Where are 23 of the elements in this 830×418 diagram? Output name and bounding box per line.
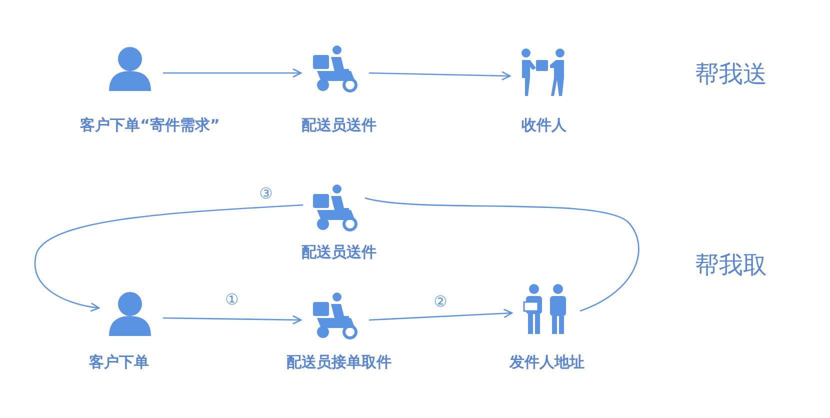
node-caption: 配送员送件: [302, 116, 376, 135]
node-caption: 客户下单: [89, 353, 149, 372]
node-caption: 发件人地址: [510, 353, 584, 372]
node-caption: 客户下单“寄件需求”: [80, 116, 220, 135]
parcel-handover-icon: [520, 48, 566, 96]
section-title: 帮我取: [695, 250, 767, 281]
node-caption: 配送员送件: [302, 243, 376, 262]
node-caption: 配送员接单取件: [286, 353, 392, 372]
arrow: [163, 68, 302, 78]
step-number: ②: [432, 294, 450, 310]
courier-scooter-icon: [311, 292, 359, 340]
arrow: [368, 71, 511, 80]
section-title: 帮我送: [695, 59, 767, 90]
node-caption: 收件人: [522, 116, 566, 135]
step-number: ③: [257, 186, 275, 202]
step-number: ①: [223, 292, 241, 308]
person-icon: [107, 292, 153, 336]
courier-scooter-icon: [311, 45, 359, 93]
courier-scooter-icon: [311, 184, 359, 232]
person-icon: [107, 47, 153, 91]
arrow: [368, 308, 513, 321]
arrow: [163, 315, 302, 325]
arrow: [34, 204, 304, 312]
